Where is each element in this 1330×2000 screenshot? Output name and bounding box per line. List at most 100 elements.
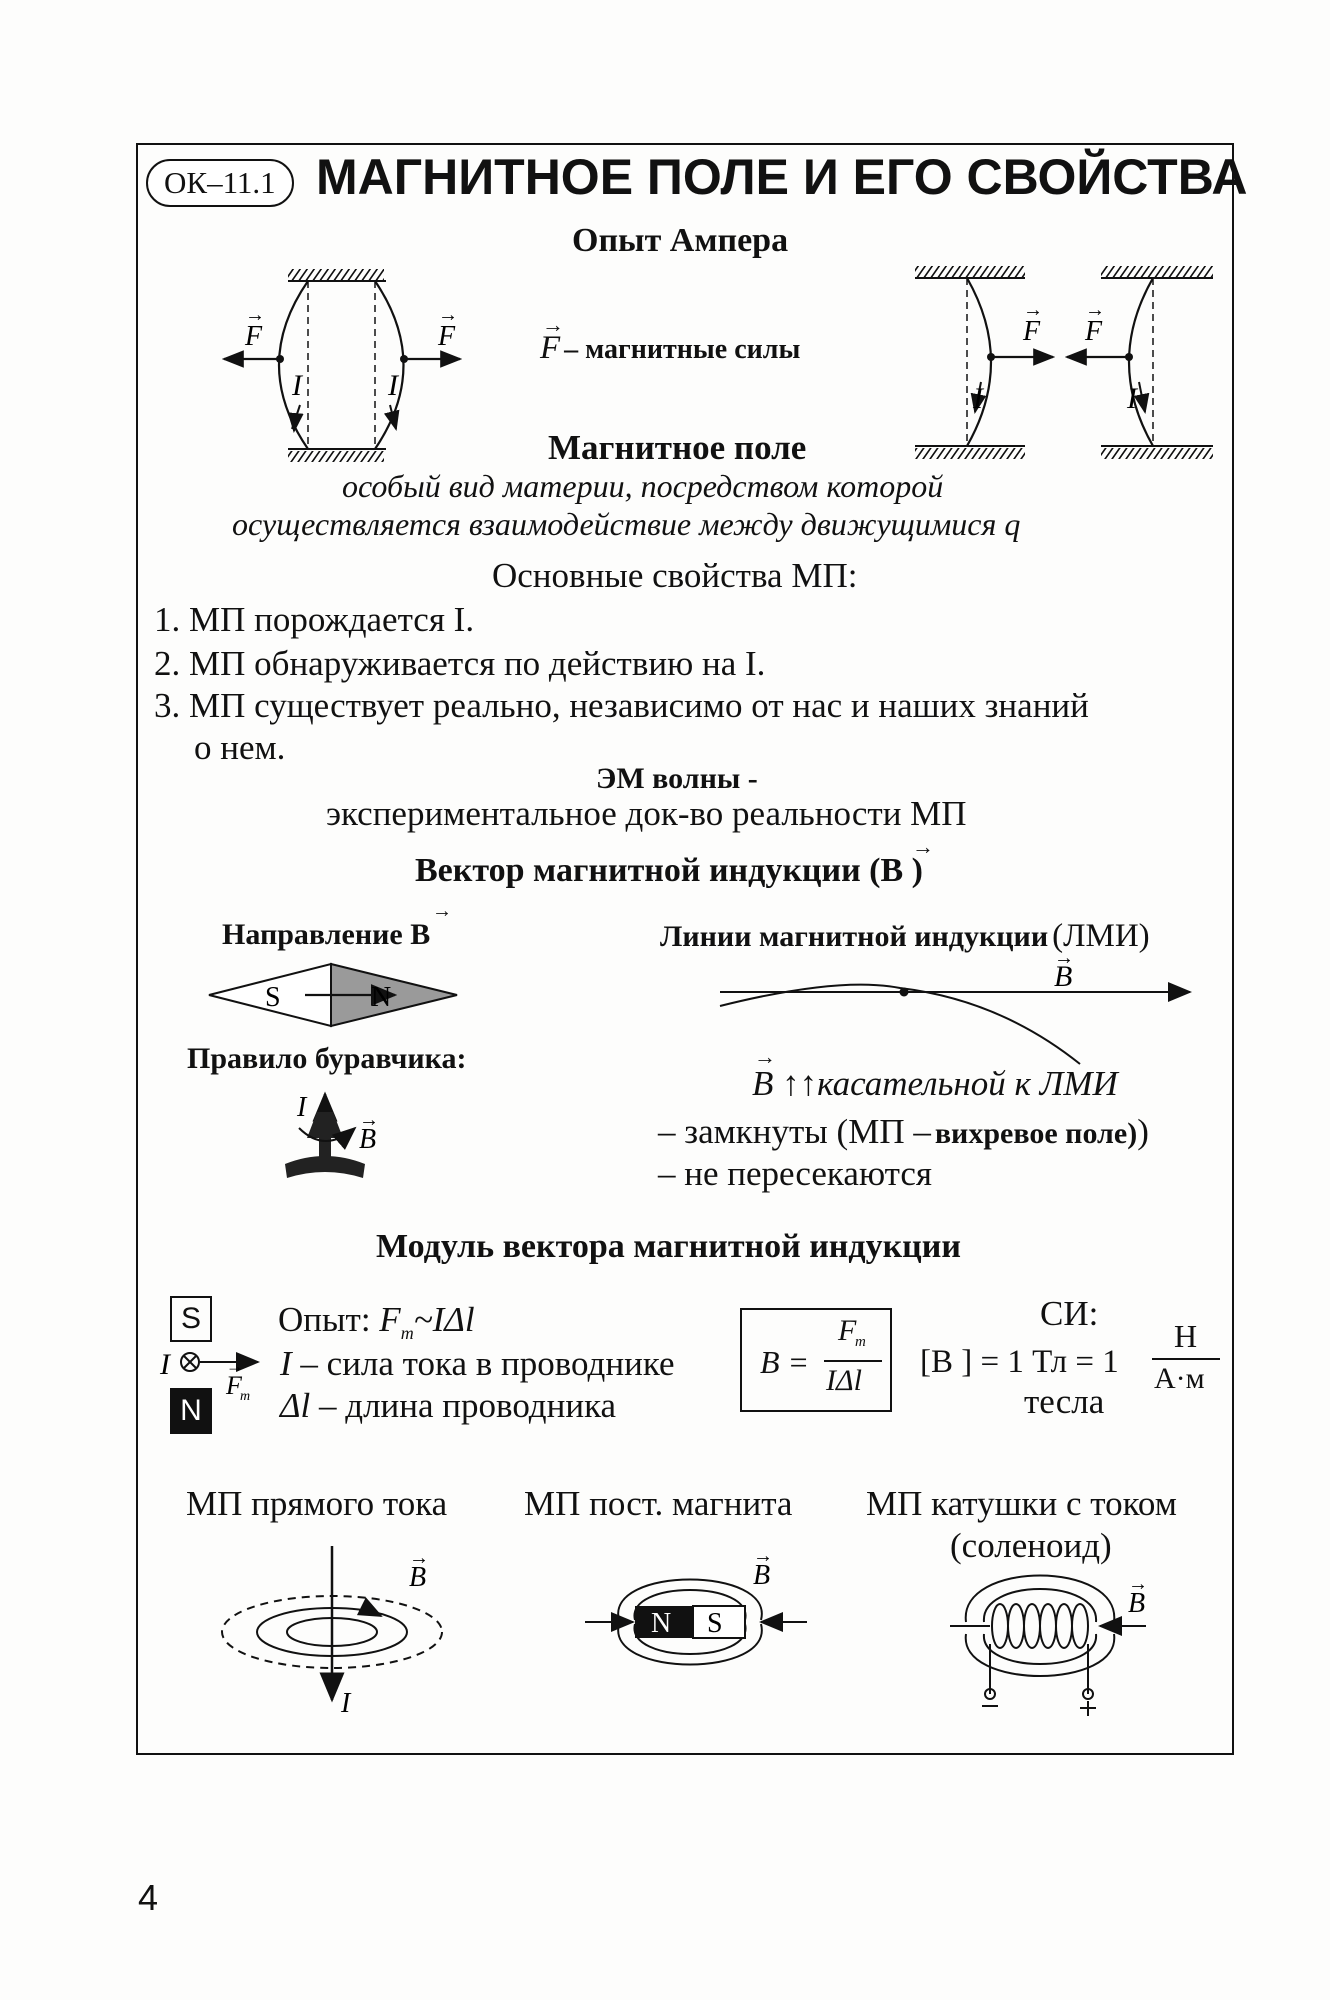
induction-lines-label: Линии магнитной индукции — [660, 920, 1049, 953]
coil-field-label: МП катушки с током — [866, 1484, 1177, 1523]
svg-text:B: B — [359, 1124, 376, 1155]
si-fraction-bar — [1152, 1358, 1220, 1360]
field-heading: Магнитное поле — [548, 428, 807, 467]
svg-text:B: B — [1054, 960, 1072, 993]
current-description: – сила тока в проводнике — [300, 1344, 675, 1383]
vector-arrow-icon: → — [754, 1044, 776, 1069]
svg-text:→: → — [438, 304, 458, 326]
magnet-pole-s: S — [170, 1296, 212, 1342]
straight-current-field-diagram: B → I — [221, 1546, 443, 1719]
compass-needle-diagram: S N — [208, 962, 458, 1028]
current-definition: I – сила тока в проводнике — [280, 1344, 675, 1384]
straight-current-field-label: МП прямого тока — [186, 1484, 448, 1523]
experiment-label: Опыт: — [278, 1300, 371, 1339]
force-symbol: F — [540, 330, 561, 366]
tangent-rule-text: B ↑↑касательной к ЛМИ — [752, 1064, 1118, 1103]
em-waves-heading: ЭМ волны - — [596, 762, 758, 795]
length-definition: Δl – длина проводника — [280, 1386, 616, 1426]
needle-north-label: N — [371, 982, 391, 1013]
svg-text:I: I — [340, 1688, 352, 1719]
svg-text:→: → — [1085, 299, 1105, 321]
em-waves-text: экспериментальное док-во реальности МП — [326, 794, 967, 833]
si-unit-denominator: А·м — [1154, 1362, 1205, 1395]
vector-heading: Вектор магнитной индукции (B ) — [415, 852, 924, 889]
closed-lines-note: – замкнуты (МП – вихревое поле)) — [658, 1112, 1149, 1151]
ampere-heading: Опыт Ампера — [572, 222, 789, 259]
si-unit-name: тесла — [1024, 1382, 1105, 1421]
permanent-magnet-field-label: МП пост. магнита — [524, 1484, 793, 1523]
formula-denominator: IΔl — [826, 1364, 862, 1397]
page-number: 4 — [138, 1877, 159, 1918]
tangent-rule: B ↑↑касательной к ЛМИ — [752, 1064, 1118, 1104]
svg-text:m: m — [240, 1389, 250, 1404]
svg-text:B: B — [409, 1562, 426, 1593]
experiment-force-sub: m — [400, 1323, 414, 1343]
force-description: – магнитные силы — [564, 334, 801, 365]
induction-line-tangent-diagram: B → — [719, 947, 1192, 1065]
svg-text:B: B — [1128, 1588, 1145, 1619]
svg-text:→: → — [226, 1356, 244, 1376]
si-label: СИ: — [1040, 1294, 1099, 1333]
direction-heading: Направление B — [222, 918, 431, 951]
page-title: МАГНИТНОЕ ПОЛЕ И ЕГО СВОЙСТВА — [316, 149, 1248, 205]
vortex-field-text: вихревое поле) — [934, 1117, 1138, 1150]
induction-formula-box: B = F m IΔl — [740, 1308, 892, 1412]
svg-text:→: → — [1023, 299, 1043, 321]
content-frame — [136, 143, 1234, 1755]
formula-fraction-bar — [824, 1360, 882, 1362]
svg-text:→: → — [359, 1109, 379, 1131]
needle-south-label: S — [265, 982, 281, 1013]
gimlet-diagram: I B → — [285, 1091, 379, 1178]
svg-text:→: → — [409, 1547, 429, 1569]
ampere-repel-diagram: F → F → I I — [221, 269, 463, 462]
vector-arrow-icon: → — [432, 900, 452, 922]
si-unit-numerator: Н — [1174, 1318, 1198, 1354]
svg-text:→: → — [1128, 1573, 1148, 1595]
modulus-heading: Модуль вектора магнитной индукции — [376, 1228, 961, 1265]
gimlet-rule-heading: Правило буравчика: — [187, 1042, 467, 1075]
formula-numerator: F — [838, 1314, 857, 1347]
vector-arrow-icon: → — [912, 834, 934, 859]
svg-text:→: → — [245, 304, 265, 326]
experiment-proportionality: ~IΔl — [413, 1300, 475, 1339]
no-intersection-note: – не пересекаются — [658, 1154, 932, 1193]
current-symbol: I — [280, 1344, 292, 1383]
svg-text:→: → — [1054, 947, 1074, 969]
closed-lines-text: – замкнуты (МП – — [658, 1112, 931, 1151]
property-3-continued: о нем. — [194, 728, 286, 767]
magnet-pole-n: N — [170, 1388, 212, 1434]
svg-text:F: F — [1084, 316, 1103, 347]
svg-text:I: I — [387, 369, 400, 402]
property-3: 3. МП существует реально, независимо от … — [154, 686, 1089, 725]
svg-text:I: I — [159, 1348, 172, 1381]
si-unit-expression: [B ] = 1 Тл = 1 — [920, 1344, 1119, 1380]
svg-text:F: F — [244, 321, 263, 352]
ampere-force-legend: F→ – магнитные силы — [540, 312, 801, 367]
svg-text:F: F — [1022, 316, 1041, 347]
experiment-relation: Опыт: Fm~IΔl — [278, 1300, 475, 1344]
length-symbol: Δl — [280, 1386, 311, 1425]
ampere-attract-diagram: F → F → I I — [915, 266, 1213, 459]
svg-text:B: B — [753, 1560, 770, 1591]
formula-numerator-sub: m — [855, 1334, 866, 1350]
svg-text:F: F — [437, 321, 456, 352]
permanent-magnet-field-diagram: N S B → — [585, 1545, 807, 1666]
property-1: 1. МП порождается I. — [154, 600, 475, 639]
induction-lines-heading: Линии магнитной индукции (ЛМИ) — [660, 918, 1150, 955]
property-2: 2. МП обнаруживается по действию на I. — [154, 644, 766, 683]
section-code-badge: ОК–11.1 — [146, 159, 294, 207]
properties-heading: Основные свойства МП: — [492, 556, 858, 595]
length-description: – длина проводника — [319, 1386, 617, 1425]
svg-text:I: I — [296, 1092, 308, 1123]
solenoid-field-diagram: B → — [950, 1573, 1148, 1716]
svg-text:I: I — [972, 382, 985, 415]
induction-lines-abbr: (ЛМИ) — [1052, 918, 1150, 954]
formula-lhs: B = — [760, 1344, 810, 1380]
coil-field-sublabel: (соленоид) — [950, 1526, 1112, 1565]
conductor-force-diagram: I F → m — [159, 1348, 260, 1404]
svg-text:N: N — [651, 1608, 671, 1639]
svg-text:S: S — [707, 1608, 723, 1639]
svg-text:→: → — [753, 1545, 773, 1567]
svg-text:F: F — [225, 1371, 243, 1400]
field-definition-line1: особый вид материи, посредством которой — [342, 468, 944, 504]
